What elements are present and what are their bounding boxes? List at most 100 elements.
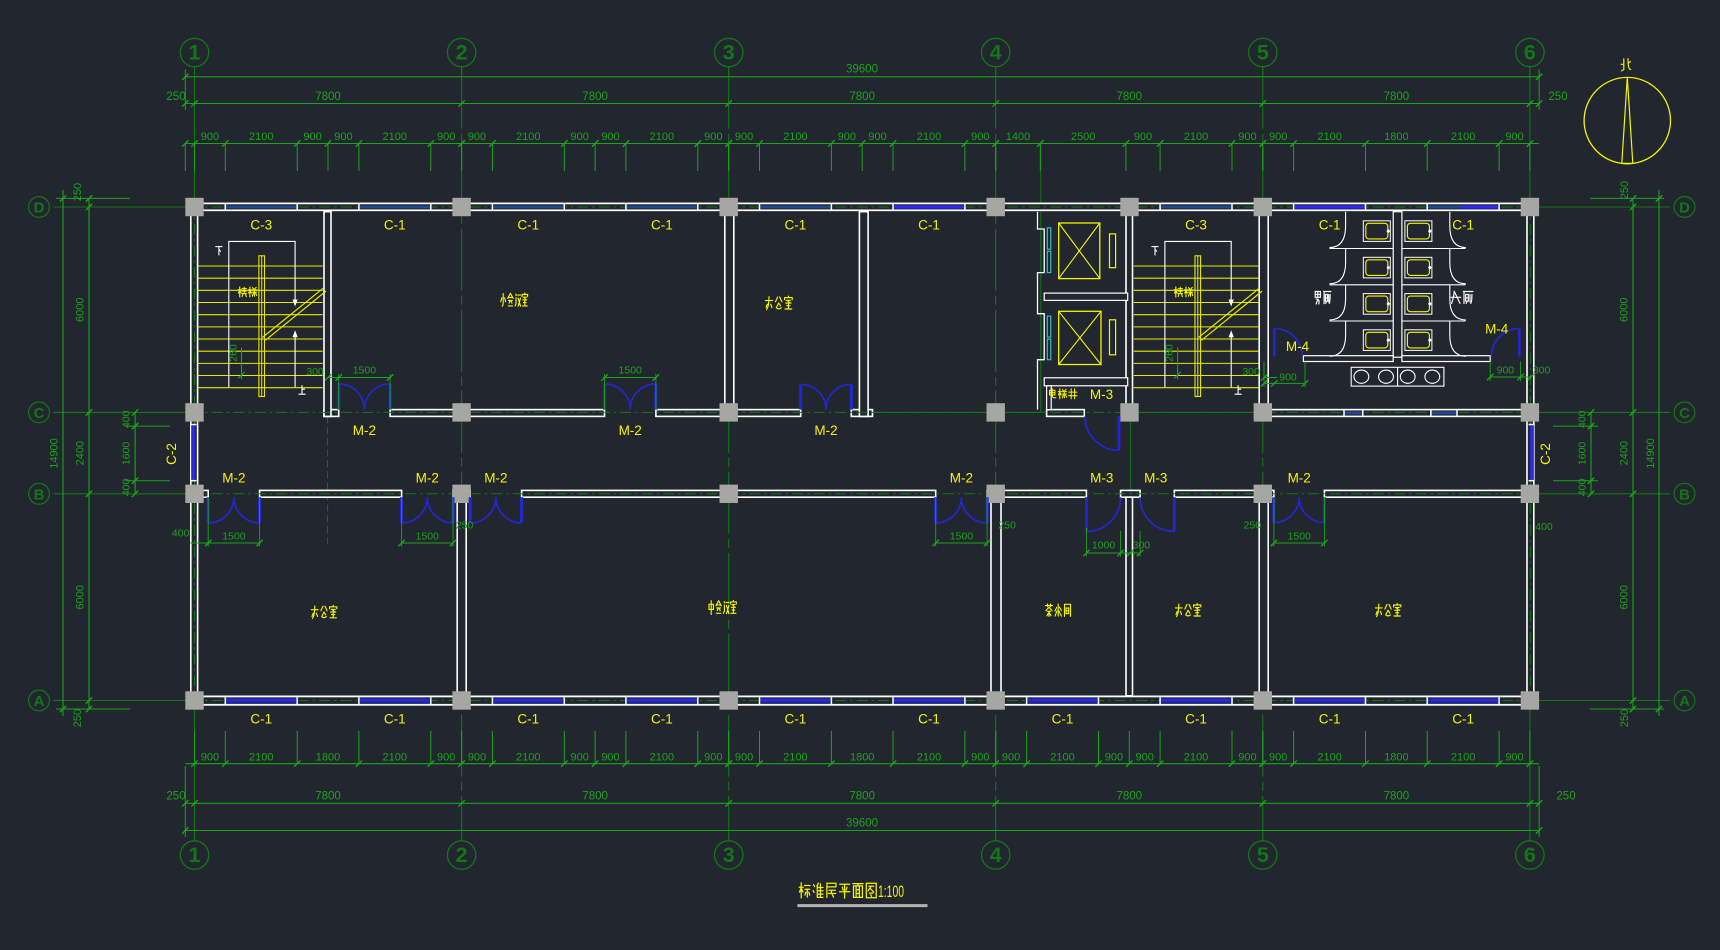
svg-text:900: 900 xyxy=(971,131,989,143)
svg-text:6000: 6000 xyxy=(1619,297,1631,321)
svg-text:7800: 7800 xyxy=(582,91,608,103)
svg-text:1500: 1500 xyxy=(416,531,440,543)
svg-text:1500: 1500 xyxy=(1288,531,1312,543)
svg-text:900: 900 xyxy=(601,131,619,143)
svg-text:900: 900 xyxy=(303,131,321,143)
svg-text:M-2: M-2 xyxy=(484,471,507,486)
svg-text:C-1: C-1 xyxy=(517,218,539,233)
svg-text:C-1: C-1 xyxy=(1185,712,1207,727)
svg-text:C-2: C-2 xyxy=(1538,443,1553,465)
svg-text:900: 900 xyxy=(468,131,486,143)
svg-text:260: 260 xyxy=(228,344,240,362)
svg-text:6: 6 xyxy=(1524,41,1536,65)
svg-text:1600: 1600 xyxy=(1577,442,1589,466)
svg-text:1800: 1800 xyxy=(1384,131,1408,143)
svg-text:7800: 7800 xyxy=(315,791,341,803)
svg-text:900: 900 xyxy=(571,131,589,143)
svg-text:C-1: C-1 xyxy=(918,218,940,233)
svg-text:M-4: M-4 xyxy=(1485,322,1509,337)
svg-text:C-1: C-1 xyxy=(384,218,406,233)
svg-text:14900: 14900 xyxy=(49,438,61,469)
svg-text:D: D xyxy=(34,200,45,217)
svg-text:7800: 7800 xyxy=(849,791,875,803)
svg-text:2100: 2100 xyxy=(650,131,674,143)
svg-text:2100: 2100 xyxy=(650,751,674,763)
svg-text:2: 2 xyxy=(456,41,468,65)
svg-text:2100: 2100 xyxy=(249,751,273,763)
svg-text:3: 3 xyxy=(723,41,735,65)
svg-text:400: 400 xyxy=(1577,410,1589,428)
svg-text:39600: 39600 xyxy=(846,818,878,830)
svg-text:2100: 2100 xyxy=(383,751,407,763)
svg-text:250: 250 xyxy=(1619,709,1631,727)
svg-text:900: 900 xyxy=(1238,131,1256,143)
svg-text:B: B xyxy=(34,486,45,503)
svg-text:C-1: C-1 xyxy=(1052,712,1074,727)
svg-text:900: 900 xyxy=(1279,372,1297,384)
svg-text:250: 250 xyxy=(1556,791,1575,803)
svg-text:C-1: C-1 xyxy=(1452,218,1474,233)
svg-text:900: 900 xyxy=(1505,751,1523,763)
svg-text:2100: 2100 xyxy=(783,131,807,143)
svg-text:250: 250 xyxy=(166,91,185,103)
svg-text:A: A xyxy=(1679,693,1690,710)
svg-text:2100: 2100 xyxy=(1050,751,1074,763)
svg-text:250: 250 xyxy=(166,791,185,803)
svg-text:400: 400 xyxy=(172,528,190,540)
svg-text:7800: 7800 xyxy=(849,91,875,103)
svg-text:C: C xyxy=(1679,405,1690,422)
svg-text:300: 300 xyxy=(1133,540,1151,552)
svg-text:900: 900 xyxy=(971,751,989,763)
svg-text:900: 900 xyxy=(437,751,455,763)
svg-text:900: 900 xyxy=(1497,365,1515,377)
svg-text:400: 400 xyxy=(1577,478,1589,496)
svg-text:250: 250 xyxy=(998,519,1016,531)
svg-text:900: 900 xyxy=(704,131,722,143)
svg-text:C-1: C-1 xyxy=(918,712,940,727)
svg-text:M-2: M-2 xyxy=(619,423,642,438)
svg-text:1400: 1400 xyxy=(1006,131,1030,143)
svg-text:M-3: M-3 xyxy=(1144,471,1167,486)
svg-text:900: 900 xyxy=(201,751,219,763)
svg-text:C-1: C-1 xyxy=(250,712,272,727)
svg-text:7800: 7800 xyxy=(315,91,341,103)
svg-text:M-2: M-2 xyxy=(353,423,376,438)
svg-text:1800: 1800 xyxy=(850,751,874,763)
svg-text:7800: 7800 xyxy=(1117,791,1143,803)
svg-text:900: 900 xyxy=(437,131,455,143)
svg-text:4: 4 xyxy=(990,843,1002,867)
svg-text:M-2: M-2 xyxy=(814,423,837,438)
svg-text:C-1: C-1 xyxy=(1319,712,1341,727)
svg-text:6000: 6000 xyxy=(75,297,87,321)
svg-text:1500: 1500 xyxy=(619,365,643,377)
svg-text:2100: 2100 xyxy=(1184,751,1208,763)
svg-text:B: B xyxy=(1679,486,1690,503)
svg-text:A: A xyxy=(34,693,45,710)
svg-text:900: 900 xyxy=(1136,751,1154,763)
svg-text:2100: 2100 xyxy=(516,751,540,763)
svg-text:M-2: M-2 xyxy=(1288,471,1311,486)
svg-text:2100: 2100 xyxy=(783,751,807,763)
svg-text:M-3: M-3 xyxy=(1090,471,1113,486)
svg-text:5: 5 xyxy=(1257,41,1269,65)
svg-text:C-1: C-1 xyxy=(785,712,807,727)
svg-text:C-1: C-1 xyxy=(384,712,406,727)
svg-text:M-3: M-3 xyxy=(1090,387,1113,402)
svg-text:C-1: C-1 xyxy=(1319,218,1341,233)
svg-text:1500: 1500 xyxy=(950,531,974,543)
svg-text:2100: 2100 xyxy=(1451,751,1475,763)
svg-text:2100: 2100 xyxy=(917,751,941,763)
svg-text:400: 400 xyxy=(121,410,133,428)
svg-text:14900: 14900 xyxy=(1645,438,1657,469)
svg-text:250: 250 xyxy=(72,709,84,727)
svg-text:1: 1 xyxy=(189,843,201,867)
svg-text:C-1: C-1 xyxy=(651,712,673,727)
svg-text:C-1: C-1 xyxy=(517,712,539,727)
svg-text:250: 250 xyxy=(1244,519,1262,531)
svg-text:5: 5 xyxy=(1257,843,1269,867)
svg-text:7800: 7800 xyxy=(1384,791,1410,803)
svg-text:900: 900 xyxy=(1238,751,1256,763)
svg-text:900: 900 xyxy=(735,131,753,143)
svg-text:1500: 1500 xyxy=(222,531,246,543)
svg-text:900: 900 xyxy=(868,131,886,143)
